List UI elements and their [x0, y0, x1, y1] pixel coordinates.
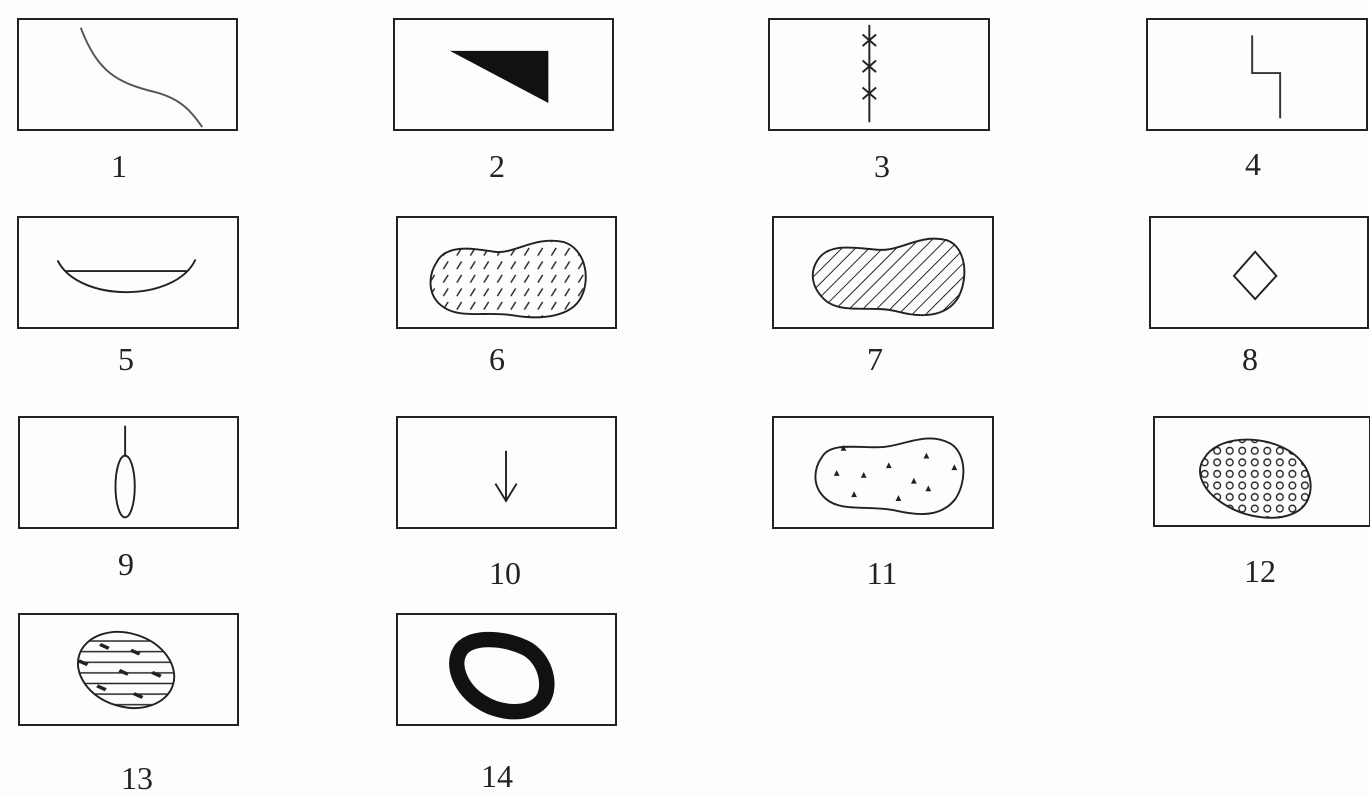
curved-line-icon	[79, 27, 204, 128]
symbol-number-13: 13	[121, 760, 153, 796]
symbol-number-2: 2	[489, 148, 505, 184]
symbol-number-7: 7	[867, 341, 883, 377]
symbol-number-6: 6	[489, 341, 505, 377]
crossed-line-icon	[861, 24, 877, 123]
symbol-number-10: 10	[489, 555, 521, 591]
symbol-number-11: 11	[866, 555, 898, 591]
symbol-box-13	[18, 613, 239, 726]
symbol-box-4	[1146, 18, 1368, 131]
symbol-number-8: 8	[1242, 341, 1258, 377]
symbol-box-7	[772, 216, 994, 329]
symbol-box-14	[396, 613, 617, 726]
symbol-box-12	[1153, 416, 1370, 527]
symbol-number-3: 3	[874, 148, 890, 184]
symbol-number-9: 9	[118, 546, 134, 582]
diamond-icon	[1232, 250, 1278, 301]
symbol-box-9	[18, 416, 239, 529]
symbol-number-4: 4	[1245, 146, 1261, 182]
down-arrow-icon	[494, 450, 518, 503]
hatched-blob-icon	[811, 237, 966, 317]
oval-stem-icon	[114, 425, 136, 519]
symbol-box-2	[393, 18, 614, 131]
step-line-icon	[1251, 35, 1282, 119]
triangle-dotted-blob-icon	[814, 437, 965, 515]
symbol-box-6	[396, 216, 617, 329]
dashed-blob-icon	[429, 239, 587, 319]
symbol-box-5	[17, 216, 239, 329]
filled-triangle-icon	[449, 50, 549, 103]
bowl-icon	[56, 259, 197, 294]
symbol-number-14: 14	[481, 758, 513, 794]
symbol-number-5: 5	[118, 341, 134, 377]
symbol-box-8	[1149, 216, 1369, 329]
striped-oval-icon	[70, 629, 185, 717]
thick-ring-icon	[449, 631, 555, 720]
symbol-box-10	[396, 416, 617, 529]
symbol-box-11	[772, 416, 994, 529]
symbol-number-12: 12	[1244, 553, 1276, 589]
symbol-box-1	[17, 18, 238, 131]
symbol-number-1: 1	[111, 148, 127, 184]
ring-dotted-oval-icon	[1199, 438, 1312, 519]
symbol-box-3	[768, 18, 990, 131]
